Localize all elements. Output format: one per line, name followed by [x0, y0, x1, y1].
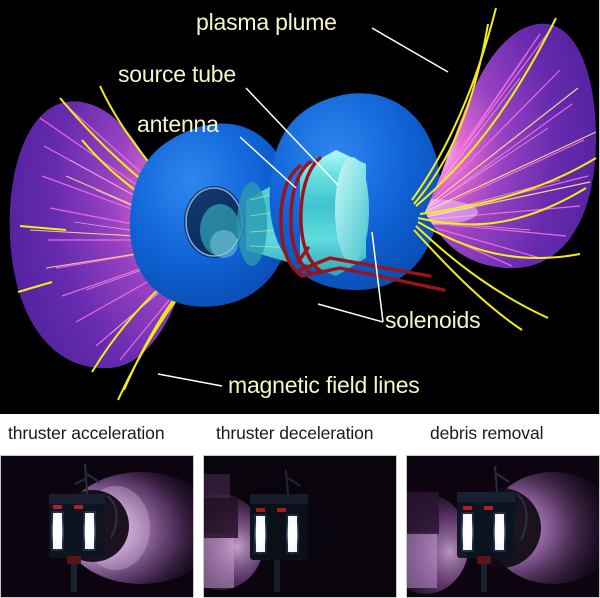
- photo-thruster-deceleration: [203, 455, 397, 598]
- source-tube-nose: [300, 150, 369, 276]
- experiment-photo-row: [0, 455, 600, 598]
- antenna: [279, 156, 446, 292]
- label-solenoids: solenoids: [385, 307, 481, 333]
- label-plasma-plume: plasma plume: [196, 9, 337, 35]
- leader-source-tube: [245, 87, 339, 186]
- photo-thruster-acceleration: [0, 455, 194, 598]
- leader-plasma-plume: [371, 27, 449, 73]
- caption-debris-removal: debris removal: [430, 423, 544, 443]
- leader-solenoid-right: [371, 231, 384, 323]
- leader-antenna: [239, 136, 297, 189]
- photo-caption-strip: thruster acceleration thruster decelerat…: [0, 414, 600, 455]
- plasma-thruster-schematic: plasma plume source tube antenna solenoi…: [0, 0, 600, 414]
- photo-debris-removal: [406, 455, 600, 598]
- label-source-tube: source tube: [118, 61, 236, 87]
- leader-solenoid-left: [317, 303, 384, 323]
- schematic-illustration: [9, 7, 597, 401]
- label-magnetic-field-lines: magnetic field lines: [228, 372, 420, 398]
- label-antenna: antenna: [137, 111, 219, 137]
- leader-lines: [157, 27, 449, 387]
- caption-thruster-deceleration: thruster deceleration: [216, 423, 374, 443]
- leader-magnetic-field-lines: [157, 373, 223, 387]
- caption-thruster-acceleration: thruster acceleration: [8, 423, 165, 443]
- magnetic-field-lines-right: [411, 7, 597, 331]
